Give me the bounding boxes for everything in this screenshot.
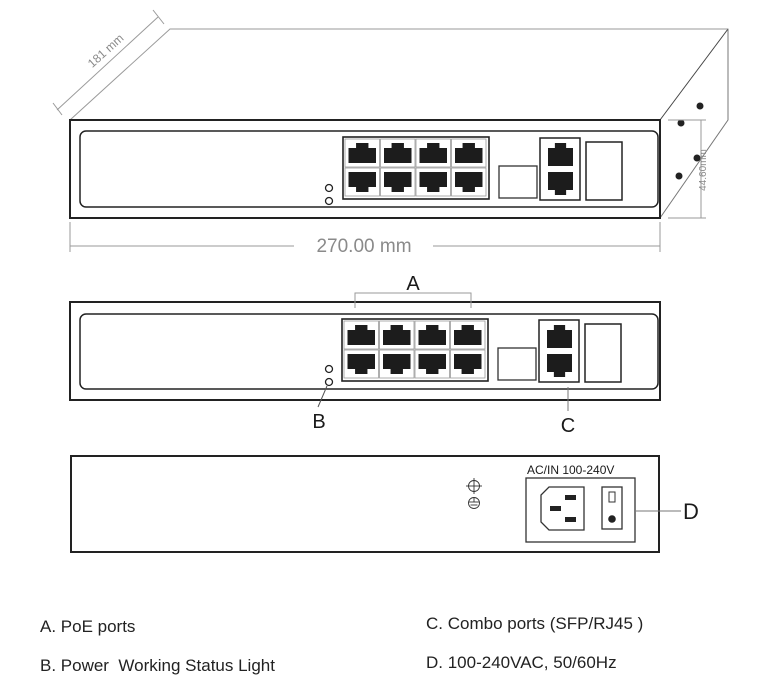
rj45-port-icon: [419, 143, 447, 163]
front-panel-inset: [79, 313, 659, 390]
status-led-icon: [324, 377, 334, 387]
chassis-side-outline: [659, 29, 729, 219]
poe-port-block: [342, 136, 623, 201]
callout-b-leader: [317, 385, 328, 408]
rj45-port-icon: [384, 172, 412, 192]
rj45-port-icon: [384, 143, 412, 163]
chassis-top-edge: [659, 28, 729, 121]
power-switch[interactable]: [601, 486, 623, 530]
width-label: 270.00 mm: [316, 236, 411, 257]
poe-port-block: [341, 318, 622, 383]
screw-icon: [675, 172, 683, 180]
height-label: 44.60mm: [698, 149, 709, 191]
sfp-slot: [497, 347, 537, 381]
height-dimension: 44.60mm: [668, 119, 709, 219]
rj45-port-icon: [548, 172, 573, 195]
status-led-icon: [324, 364, 334, 374]
combo-sfp-slot: [584, 323, 622, 383]
power-inlet-icon: [540, 486, 585, 531]
rj45-port-icon: [455, 143, 483, 163]
depth-dimension: 181 mm: [52, 9, 165, 116]
rj45-port-icon: [348, 172, 376, 192]
rj45-port-icon: [348, 143, 376, 163]
rj45-port-icon: [454, 354, 482, 374]
ground-screw-icon: [466, 478, 482, 494]
callout-b-label: B: [312, 411, 325, 433]
callout-c-label: C: [561, 415, 575, 437]
rj45-port-icon: [347, 325, 375, 345]
rj45-port-icon: [547, 354, 572, 377]
rj45-port-icon: [383, 354, 411, 374]
rj45-port-icon: [383, 325, 411, 345]
screw-icon: [693, 154, 701, 162]
status-led-icon: [324, 183, 334, 193]
callout-a-label: A: [406, 273, 420, 295]
legend-item-d: D. 100-240VAC, 50/60Hz: [426, 653, 617, 672]
combo-sfp-slot: [585, 141, 623, 201]
status-led-icon: [324, 196, 334, 206]
rear-panel-view: AC/IN 100-240V D: [70, 455, 699, 553]
width-dimension: 270.00 mm: [69, 222, 661, 257]
rj45-port-icon: [418, 354, 446, 374]
rj45-port-icon: [418, 325, 446, 345]
rj45-port-icon: [548, 143, 573, 166]
rj45-port-icon: [347, 354, 375, 374]
legend-item-b: B. Power Working Status Light: [40, 656, 275, 675]
earth-ground-icon: [468, 497, 480, 509]
front-panel-view: A B C: [69, 273, 661, 437]
rj45-port-icon: [455, 172, 483, 192]
chassis-top-outline: [69, 28, 729, 121]
legend-item-c: C. Combo ports (SFP/RJ45 ): [426, 614, 644, 633]
legend-item-a: A. PoE ports: [40, 617, 136, 636]
rj45-port-icon: [547, 325, 572, 348]
power-input-label: AC/IN 100-240V: [527, 463, 614, 477]
rj45-port-icon: [419, 172, 447, 192]
callout-d-label: D: [683, 499, 699, 524]
callout-a-bracket: [354, 292, 472, 308]
front-panel-inset: [79, 130, 659, 208]
sfp-slot: [498, 165, 538, 199]
screw-icon: [677, 119, 685, 127]
rj45-port-icon: [454, 325, 482, 345]
isometric-switch-view: 181 mm 270.00 mm 44.60mm: [52, 9, 729, 257]
screw-icon: [696, 102, 704, 110]
